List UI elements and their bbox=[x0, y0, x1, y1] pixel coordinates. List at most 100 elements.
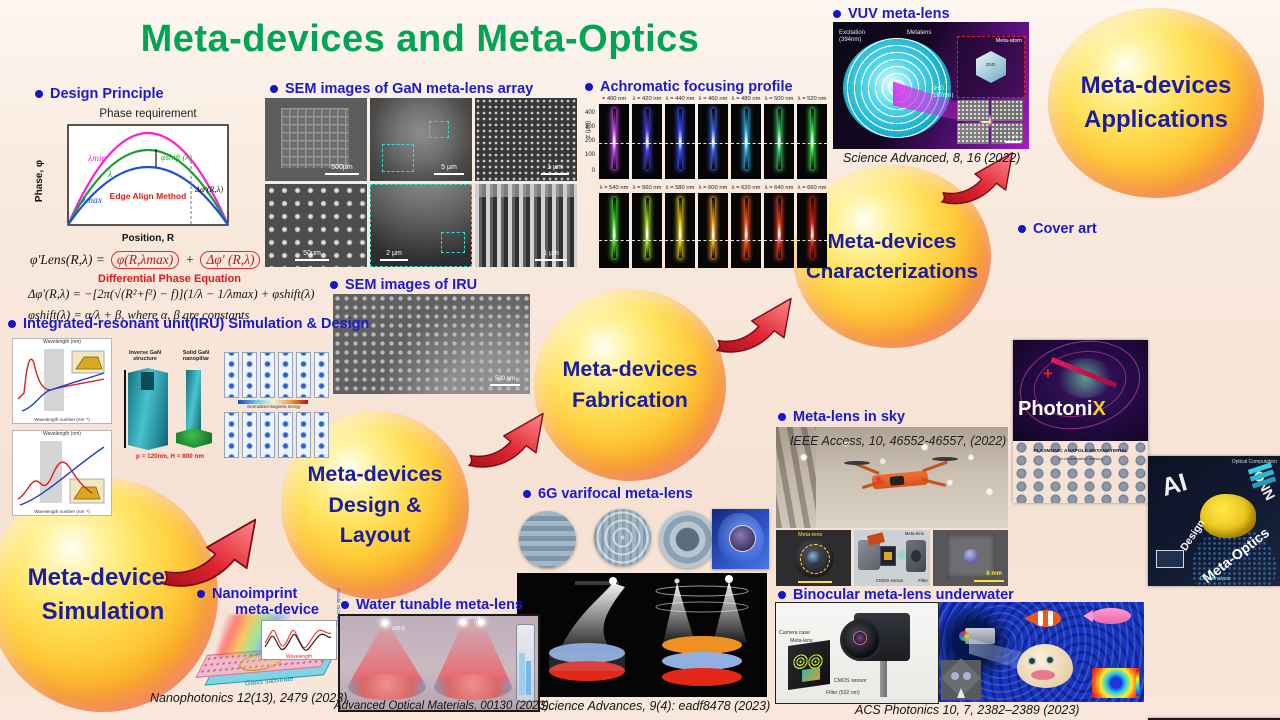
metalens-in-lens bbox=[853, 631, 867, 645]
sphere-simulation: Meta-devices Simulation bbox=[0, 478, 218, 712]
excitation-annotation: Excitation (394nm) bbox=[839, 30, 865, 43]
focal-dashed-line bbox=[665, 239, 695, 241]
bullet-icon bbox=[523, 490, 531, 498]
colorbar-label: Normalized magnetic energy bbox=[247, 404, 301, 409]
cover-art-label: Cover art bbox=[1018, 221, 1097, 237]
lambda-label: λ bbox=[107, 170, 112, 180]
scale-bar-text: 1 µm bbox=[1007, 133, 1019, 139]
focus-panel bbox=[797, 193, 827, 268]
inset-ylabel: Circular Dichroism bbox=[336, 588, 341, 625]
field-map-cell bbox=[242, 352, 257, 398]
focus-panel bbox=[665, 193, 695, 268]
binocular-citation: ACS Photonics 10, 7, 2382–2389 (2023) bbox=[855, 703, 1080, 717]
sky-label: Meta-lens in sky bbox=[778, 409, 905, 425]
sem-panel-tilt: 2 µm bbox=[370, 184, 472, 267]
plot1-top-axis: Wavelength (nm) bbox=[43, 339, 81, 345]
shaded-band bbox=[40, 441, 62, 503]
focus-beam bbox=[777, 197, 781, 258]
blobfish-eye bbox=[1047, 657, 1053, 663]
focus-beam bbox=[645, 108, 649, 169]
water-label: Water tunable meta-lens bbox=[341, 597, 523, 613]
blobfish-lips bbox=[1031, 670, 1055, 680]
sem-panel-zoom: 1 µm bbox=[475, 98, 577, 181]
focal-spot bbox=[478, 619, 484, 625]
plot1-bottom-axis: Wavelength number (nm⁻¹) bbox=[34, 416, 90, 422]
wavelength-label: = 400 nm bbox=[601, 96, 627, 102]
beam-cone bbox=[713, 581, 747, 643]
metalens-front bbox=[959, 631, 969, 641]
metalens-pair-inset bbox=[941, 658, 981, 700]
lens-circle bbox=[963, 672, 971, 680]
field-map-cell bbox=[296, 352, 311, 398]
gimbal-camera-panel: Meta-lens bbox=[776, 530, 851, 586]
annotation-box bbox=[429, 121, 450, 139]
scale-bar: 2 µm bbox=[380, 250, 408, 261]
sem-panel-pillars: 1 µm bbox=[475, 184, 577, 267]
drone-propeller bbox=[932, 457, 958, 461]
scale-bar-line bbox=[380, 258, 408, 261]
photonix-title-x: X bbox=[1092, 398, 1106, 420]
scale-bar-line bbox=[490, 383, 520, 386]
scale-bar: 50µm bbox=[295, 250, 329, 261]
focal-dashed-line bbox=[698, 143, 728, 144]
focus-panel bbox=[698, 193, 728, 268]
arrow-mark bbox=[957, 688, 965, 698]
cmos-label: CMOS sensor bbox=[834, 678, 867, 684]
lens-center bbox=[676, 528, 699, 551]
annotation-box bbox=[441, 232, 466, 254]
phase-map-inset bbox=[1092, 668, 1140, 698]
focus-panel bbox=[764, 193, 794, 268]
focal-dashed-line bbox=[632, 143, 662, 144]
wavelength-label: λ = 480 nm bbox=[731, 96, 761, 102]
focus-panel bbox=[698, 104, 728, 179]
aperture-hole bbox=[911, 550, 921, 562]
focus-beam bbox=[744, 108, 748, 169]
ai-text: AI bbox=[1158, 468, 1191, 502]
sphere-characterizations-line1: Meta-devices bbox=[827, 230, 957, 254]
figure-title: Phase requirement bbox=[99, 108, 197, 120]
field-map-cell bbox=[242, 412, 257, 458]
y-tick: 200 bbox=[584, 138, 595, 144]
design-principle-label: Design Principle bbox=[35, 86, 164, 102]
cmos-sensor-chip bbox=[802, 667, 820, 682]
plus-icon: + bbox=[1043, 364, 1053, 383]
pillar-hole bbox=[141, 372, 154, 390]
pink-fish-body bbox=[1083, 608, 1131, 624]
curve-lambda-min bbox=[66, 131, 230, 226]
scale-bar-line bbox=[541, 172, 569, 175]
source-spot bbox=[609, 577, 617, 585]
sphere-design-line1: Meta-devices bbox=[307, 462, 443, 487]
metalens-photo-rings bbox=[659, 511, 716, 568]
phase-curve bbox=[21, 372, 105, 412]
sphere-simulation-line1: Meta-devices bbox=[27, 563, 179, 591]
vuv-image: Excitation (394nm) Metalens SHG (197nm) … bbox=[833, 22, 1029, 149]
focal-spot bbox=[460, 619, 466, 625]
wavelength-label: λ = 520 nm bbox=[797, 96, 827, 102]
bullet-icon bbox=[585, 83, 593, 91]
structure1-label-l2: structure bbox=[133, 356, 157, 363]
excitation-text: Excitation bbox=[839, 30, 866, 36]
cover-advanced-photonics: ADVANCED PHOTONICS Integrated-resonant M… bbox=[1148, 718, 1280, 720]
metalens-photo-striped bbox=[519, 511, 576, 568]
y-tick: 300 bbox=[584, 124, 595, 130]
field-map-row1 bbox=[224, 352, 334, 398]
sem-panel-array: 50µm bbox=[265, 184, 367, 267]
focal-dashed-line bbox=[797, 143, 827, 144]
mount-pole bbox=[880, 661, 887, 697]
scale-bar: 5 µm bbox=[434, 164, 464, 175]
sixg-label: 6G varifocal meta-lens bbox=[523, 486, 693, 502]
flex-cable bbox=[867, 532, 885, 546]
wavelength-label: λ = 660 nm bbox=[797, 185, 827, 191]
plot1-canvas bbox=[17, 349, 105, 412]
metalens-label: Meta-lens bbox=[904, 531, 924, 536]
data-analysis-text: Data Analysis bbox=[1200, 575, 1231, 582]
equation-2: Δφ'(R,λ) = −[2π(√(R²+f²) − f)](1/λ − 1/λ… bbox=[28, 287, 315, 301]
scale-bar-text: 500 nm bbox=[494, 376, 515, 382]
height-dimension-line bbox=[124, 370, 126, 448]
plot-frame bbox=[67, 124, 229, 226]
sky-panel-strip: Meta-lens CMOS sensor Filter Meta-lens 6… bbox=[776, 530, 1008, 586]
shg-text: SHG bbox=[931, 86, 945, 92]
optical-computation-text: Optical Computation bbox=[1231, 459, 1277, 465]
sphere-applications-line2: Applications bbox=[1083, 106, 1228, 133]
wavelength-label: λ = 620 nm bbox=[731, 185, 761, 191]
